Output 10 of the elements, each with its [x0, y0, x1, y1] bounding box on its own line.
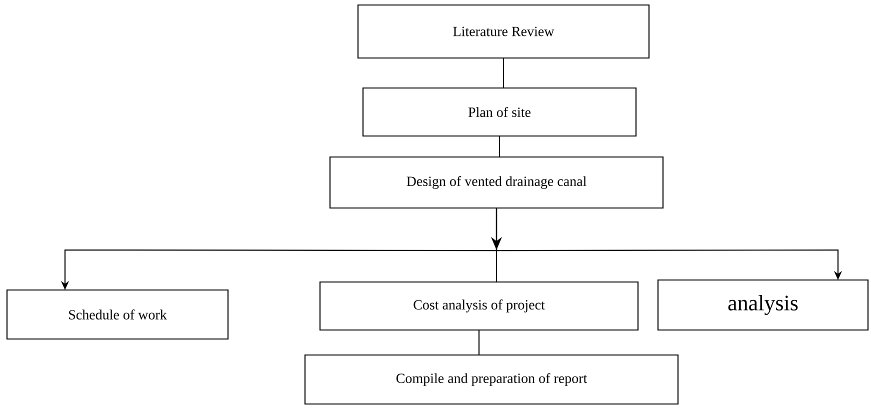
connector-line — [502, 58, 504, 88]
process-box: Compile and preparation of report — [304, 354, 679, 405]
process-box: Schedule of work — [6, 289, 229, 340]
process-box: Design of vented drainage canal — [329, 156, 664, 209]
process-box: analysis — [657, 279, 869, 331]
process-box: Cost analysis of project — [319, 281, 639, 331]
connector-line — [478, 330, 480, 354]
process-box: Literature Review — [357, 4, 650, 59]
process-box: Plan of site — [362, 87, 637, 137]
connector-line — [498, 136, 500, 156]
